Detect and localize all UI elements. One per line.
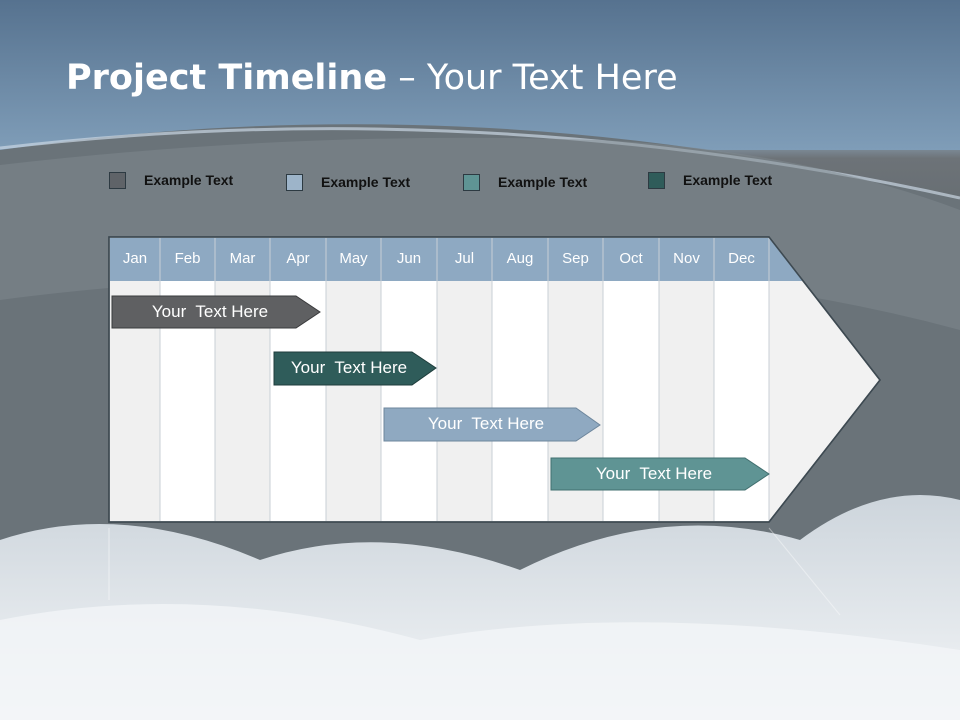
month-header-row bbox=[110, 238, 803, 281]
month-label-feb: Feb bbox=[174, 250, 201, 267]
month-label-may: May bbox=[339, 250, 368, 267]
timeline-bar-1-label: Your Text Here bbox=[151, 302, 269, 321]
month-label-mar: Mar bbox=[229, 250, 256, 267]
month-label-jul: Jul bbox=[454, 250, 475, 267]
month-label-nov: Nov bbox=[673, 250, 700, 267]
legend-item-4: Example Text bbox=[648, 170, 772, 190]
month-column-aug bbox=[492, 281, 548, 521]
timeline-bar-3-label: Your Text Here bbox=[427, 414, 545, 433]
timeline-bar-4 bbox=[550, 457, 770, 491]
month-label-aug: Aug bbox=[506, 250, 534, 267]
timeline-bar-2-label: Your Text Here bbox=[290, 358, 408, 377]
month-label-jan: Jan bbox=[122, 250, 148, 267]
month-column-may bbox=[326, 281, 381, 521]
page-title: Project Timeline – Your Text Here bbox=[66, 58, 678, 98]
title-bold: Project Timeline bbox=[66, 58, 388, 98]
legend-swatch-3 bbox=[463, 173, 480, 191]
month-label-oct: Oct bbox=[619, 250, 643, 267]
month-column-jun bbox=[381, 281, 437, 521]
legend-label-3: Example Text bbox=[498, 174, 588, 190]
legend-swatch-4 bbox=[648, 171, 665, 189]
legend-item-2: Example Text bbox=[286, 172, 410, 192]
legend-label-2: Example Text bbox=[321, 174, 411, 190]
month-label-sep: Sep bbox=[562, 250, 589, 267]
legend-label-1: Example Text bbox=[144, 172, 234, 188]
legend-label-4: Example Text bbox=[683, 172, 773, 188]
legend-item-1: Example Text bbox=[109, 170, 233, 190]
month-column-jul bbox=[437, 281, 492, 521]
legend-swatch-2 bbox=[286, 173, 303, 191]
timeline-bar-1 bbox=[111, 295, 321, 329]
timeline-bar-4-label: Your Text Here bbox=[595, 464, 713, 483]
month-label-dec: Dec bbox=[728, 250, 755, 267]
month-label-jun: Jun bbox=[396, 250, 422, 267]
month-label-apr: Apr bbox=[286, 250, 310, 267]
timeline-bar-2 bbox=[273, 351, 437, 386]
title-rest: – Your Text Here bbox=[387, 58, 678, 98]
legend-swatch-1 bbox=[109, 171, 126, 189]
timeline-bar-3 bbox=[383, 407, 601, 442]
legend-item-3: Example Text bbox=[463, 172, 587, 192]
column-separators bbox=[159, 238, 770, 521]
